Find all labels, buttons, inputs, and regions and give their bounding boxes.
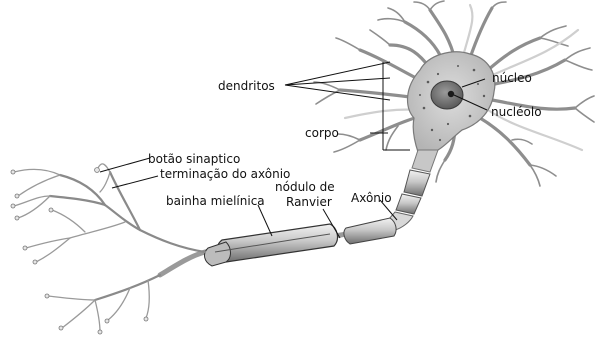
label-dendritos: dendritos — [218, 79, 275, 93]
nucleolus — [448, 91, 454, 97]
nucleus — [431, 81, 463, 109]
myelin-sheath — [205, 218, 397, 266]
label-nucleo: núcleo — [492, 71, 532, 85]
label-botao-sinaptico: botão sinaptico — [148, 152, 240, 166]
axon-terminals — [11, 164, 205, 334]
label-bainha-mielinica: bainha mielínica — [166, 194, 265, 208]
label-nucleolo: nucléolo — [491, 105, 542, 119]
label-ranvier: Ranvier — [286, 195, 332, 209]
label-corpo: corpo — [305, 126, 339, 140]
label-terminacao-axonio: terminação do axônio — [160, 167, 290, 181]
label-nodulo-de: nódulo de — [275, 180, 335, 194]
label-axonio: Axônio — [351, 191, 392, 205]
